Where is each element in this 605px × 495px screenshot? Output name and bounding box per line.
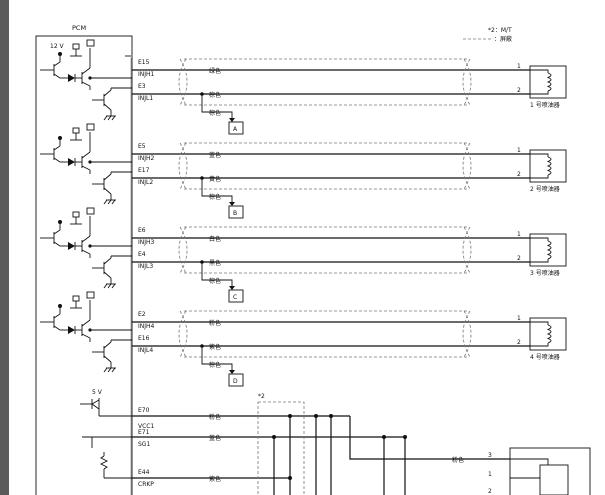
injector-box-1: [529, 65, 567, 99]
mt-option-box: [257, 401, 305, 495]
injector-box-4: [529, 317, 567, 351]
wire-hi-color-2: 蓝色: [209, 151, 221, 159]
pin1-4: 1: [517, 315, 521, 322]
note-mt: *2：M/T: [488, 27, 512, 34]
injector-name-1: 1 号喷油器: [530, 101, 560, 109]
supply-5v-label: 5 V: [92, 389, 103, 396]
connector-box-3: [228, 289, 244, 303]
connector-box-2: [228, 205, 244, 219]
term-lo-1: E3: [138, 83, 146, 90]
pin1-1: 1: [517, 63, 521, 70]
wire-crk-color: 紫色: [209, 475, 221, 483]
wire-vcc-color: 粉色: [209, 413, 221, 421]
sig-crkp: CRKP: [138, 481, 154, 488]
sig-lo-4: INJL4: [138, 347, 153, 354]
connector-label-4: D: [233, 378, 238, 385]
term-lo-4: E16: [138, 335, 150, 342]
term-hi-1: E15: [138, 59, 150, 66]
wire-branch-color-1: 棕色: [209, 109, 221, 117]
sensor-pin2: 2: [488, 488, 492, 495]
wire-right-color: 粉色: [452, 456, 464, 464]
wire-branch-color-2: 棕色: [209, 193, 221, 201]
term-hi-3: E6: [138, 227, 146, 234]
connector-label-1: A: [233, 126, 238, 133]
term-e71: E71: [138, 429, 150, 436]
injector-box-3: [529, 233, 567, 267]
connector-box-4: [228, 373, 244, 387]
connector-box-1: [228, 121, 244, 135]
sig-hi-1: INJH1: [138, 71, 155, 78]
sig-lo-1: INJL1: [138, 95, 153, 102]
wire-lo-color-4: 紫色: [209, 343, 221, 351]
term-hi-2: E5: [138, 143, 146, 150]
wire-hi-color-4: 粉色: [209, 319, 221, 327]
sig-vcc1: VCC1: [138, 423, 154, 430]
pin2-4: 2: [517, 339, 521, 346]
sensor-pin1: 1: [488, 471, 492, 478]
connector-label-3: C: [233, 294, 237, 301]
term-lo-2: E17: [138, 167, 150, 174]
wire-lo-color-2: 黄色: [209, 175, 221, 183]
pin1-2: 1: [517, 147, 521, 154]
wire-lo-color-1: 棕色: [209, 91, 221, 99]
injector-name-4: 4 号喷油器: [530, 353, 560, 361]
term-lo-3: E4: [138, 251, 146, 258]
supply-12v-label: 12 V: [50, 43, 65, 50]
wire-branch-color-4: 棕色: [209, 361, 221, 369]
wire-lo-color-3: 黑色: [209, 259, 221, 267]
sensor-box: [509, 447, 591, 495]
term-e44: E44: [138, 469, 150, 476]
sensor-inner-box: [539, 464, 569, 495]
sensor-circuit: 5 V E70 VCC1 E71 SG1 E44 CRKP 粉色 蓝色 紫色 *…: [80, 389, 591, 495]
pin1-3: 1: [517, 231, 521, 238]
sig-lo-3: INJL3: [138, 263, 153, 270]
sig-hi-3: INJH3: [138, 239, 155, 246]
sensor-pin3: 3: [488, 452, 492, 459]
sig-lo-2: INJL2: [138, 179, 153, 186]
pin2-1: 2: [517, 87, 521, 94]
pcm-box: [35, 35, 133, 495]
page-margin-strip: [0, 0, 9, 495]
mt-marker: *2: [258, 393, 265, 400]
sig-sg1: SG1: [138, 441, 150, 448]
pcm-title: PCM: [72, 24, 86, 32]
injector-name-3: 3 号喷油器: [530, 269, 560, 277]
injector-box-2: [529, 149, 567, 183]
pin2-2: 2: [517, 171, 521, 178]
term-e70: E70: [138, 407, 150, 414]
sig-hi-4: INJH4: [138, 323, 155, 330]
term-hi-4: E2: [138, 311, 146, 318]
wire-sg-color: 蓝色: [209, 434, 221, 442]
shield-legend: ：屏蔽: [494, 35, 512, 43]
wire-branch-color-3: 棕色: [209, 277, 221, 285]
wire-hi-color-1: 绿色: [209, 67, 221, 75]
connector-label-2: B: [233, 210, 237, 217]
injector-name-2: 2 号喷油器: [530, 185, 560, 193]
wire-hi-color-3: 白色: [209, 235, 221, 243]
pin2-3: 2: [517, 255, 521, 262]
sig-hi-2: INJH2: [138, 155, 155, 162]
